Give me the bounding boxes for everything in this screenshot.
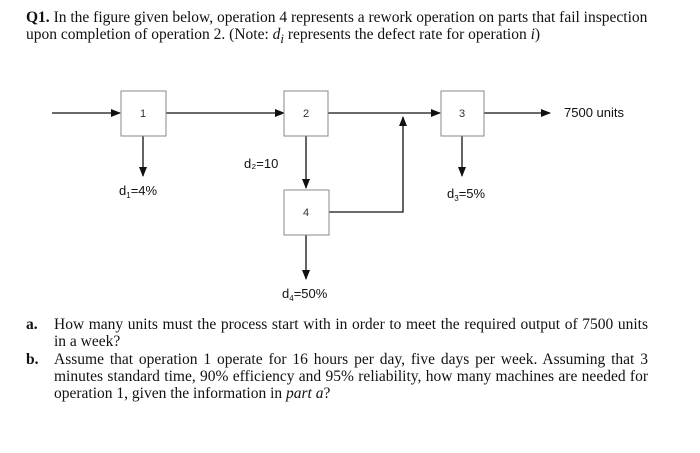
part-b: b. Assume that operation 1 operate for 1…: [26, 351, 648, 402]
part-b-text-before: Assume that operation 1 operate for 16 h…: [54, 351, 648, 402]
part-b-label: b.: [26, 351, 39, 368]
question-parts: a. How many units must the process start…: [26, 316, 648, 403]
question-number: Q1.: [26, 9, 50, 26]
operation-2-label: 2: [303, 108, 309, 120]
operation-1-label: 1: [140, 108, 146, 120]
operation-3-label: 3: [459, 108, 465, 120]
defect-rate-op1: d1=4%: [119, 183, 158, 200]
question-text: Q1. In the figure given below, operation…: [26, 9, 666, 47]
operation-2-box: [283, 90, 329, 137]
defect-rate-subscript: i: [280, 31, 284, 47]
defect-rate-op2: d₂=10: [244, 156, 278, 171]
part-a-text: How many units must the process start wi…: [54, 316, 648, 350]
rework-return-line: [329, 116, 407, 213]
operation-index: i: [530, 26, 535, 43]
defect-rate-symbol: d: [272, 26, 281, 43]
part-a: a. How many units must the process start…: [26, 316, 648, 350]
operation-4-label: 4: [303, 207, 309, 219]
operation-4-box: [283, 189, 330, 236]
operation-1-box: [120, 90, 167, 137]
part-b-text: Assume that operation 1 operate for 16 h…: [54, 351, 648, 402]
output-label: 7500 units: [564, 105, 624, 120]
operation-3-box: [440, 90, 485, 137]
question-text-after: ): [534, 26, 541, 43]
defect-rate-op3: d3=5%: [447, 186, 486, 203]
part-b-reference: part a: [286, 385, 324, 402]
part-b-text-after: ?: [323, 385, 331, 402]
part-a-label: a.: [26, 316, 38, 333]
question-text-before: In the figure given below, operation 4 r…: [26, 9, 648, 43]
defect-rate-op4: d4=50%: [282, 286, 328, 303]
question-text-middle: represents the defect rate for operation: [284, 26, 531, 43]
